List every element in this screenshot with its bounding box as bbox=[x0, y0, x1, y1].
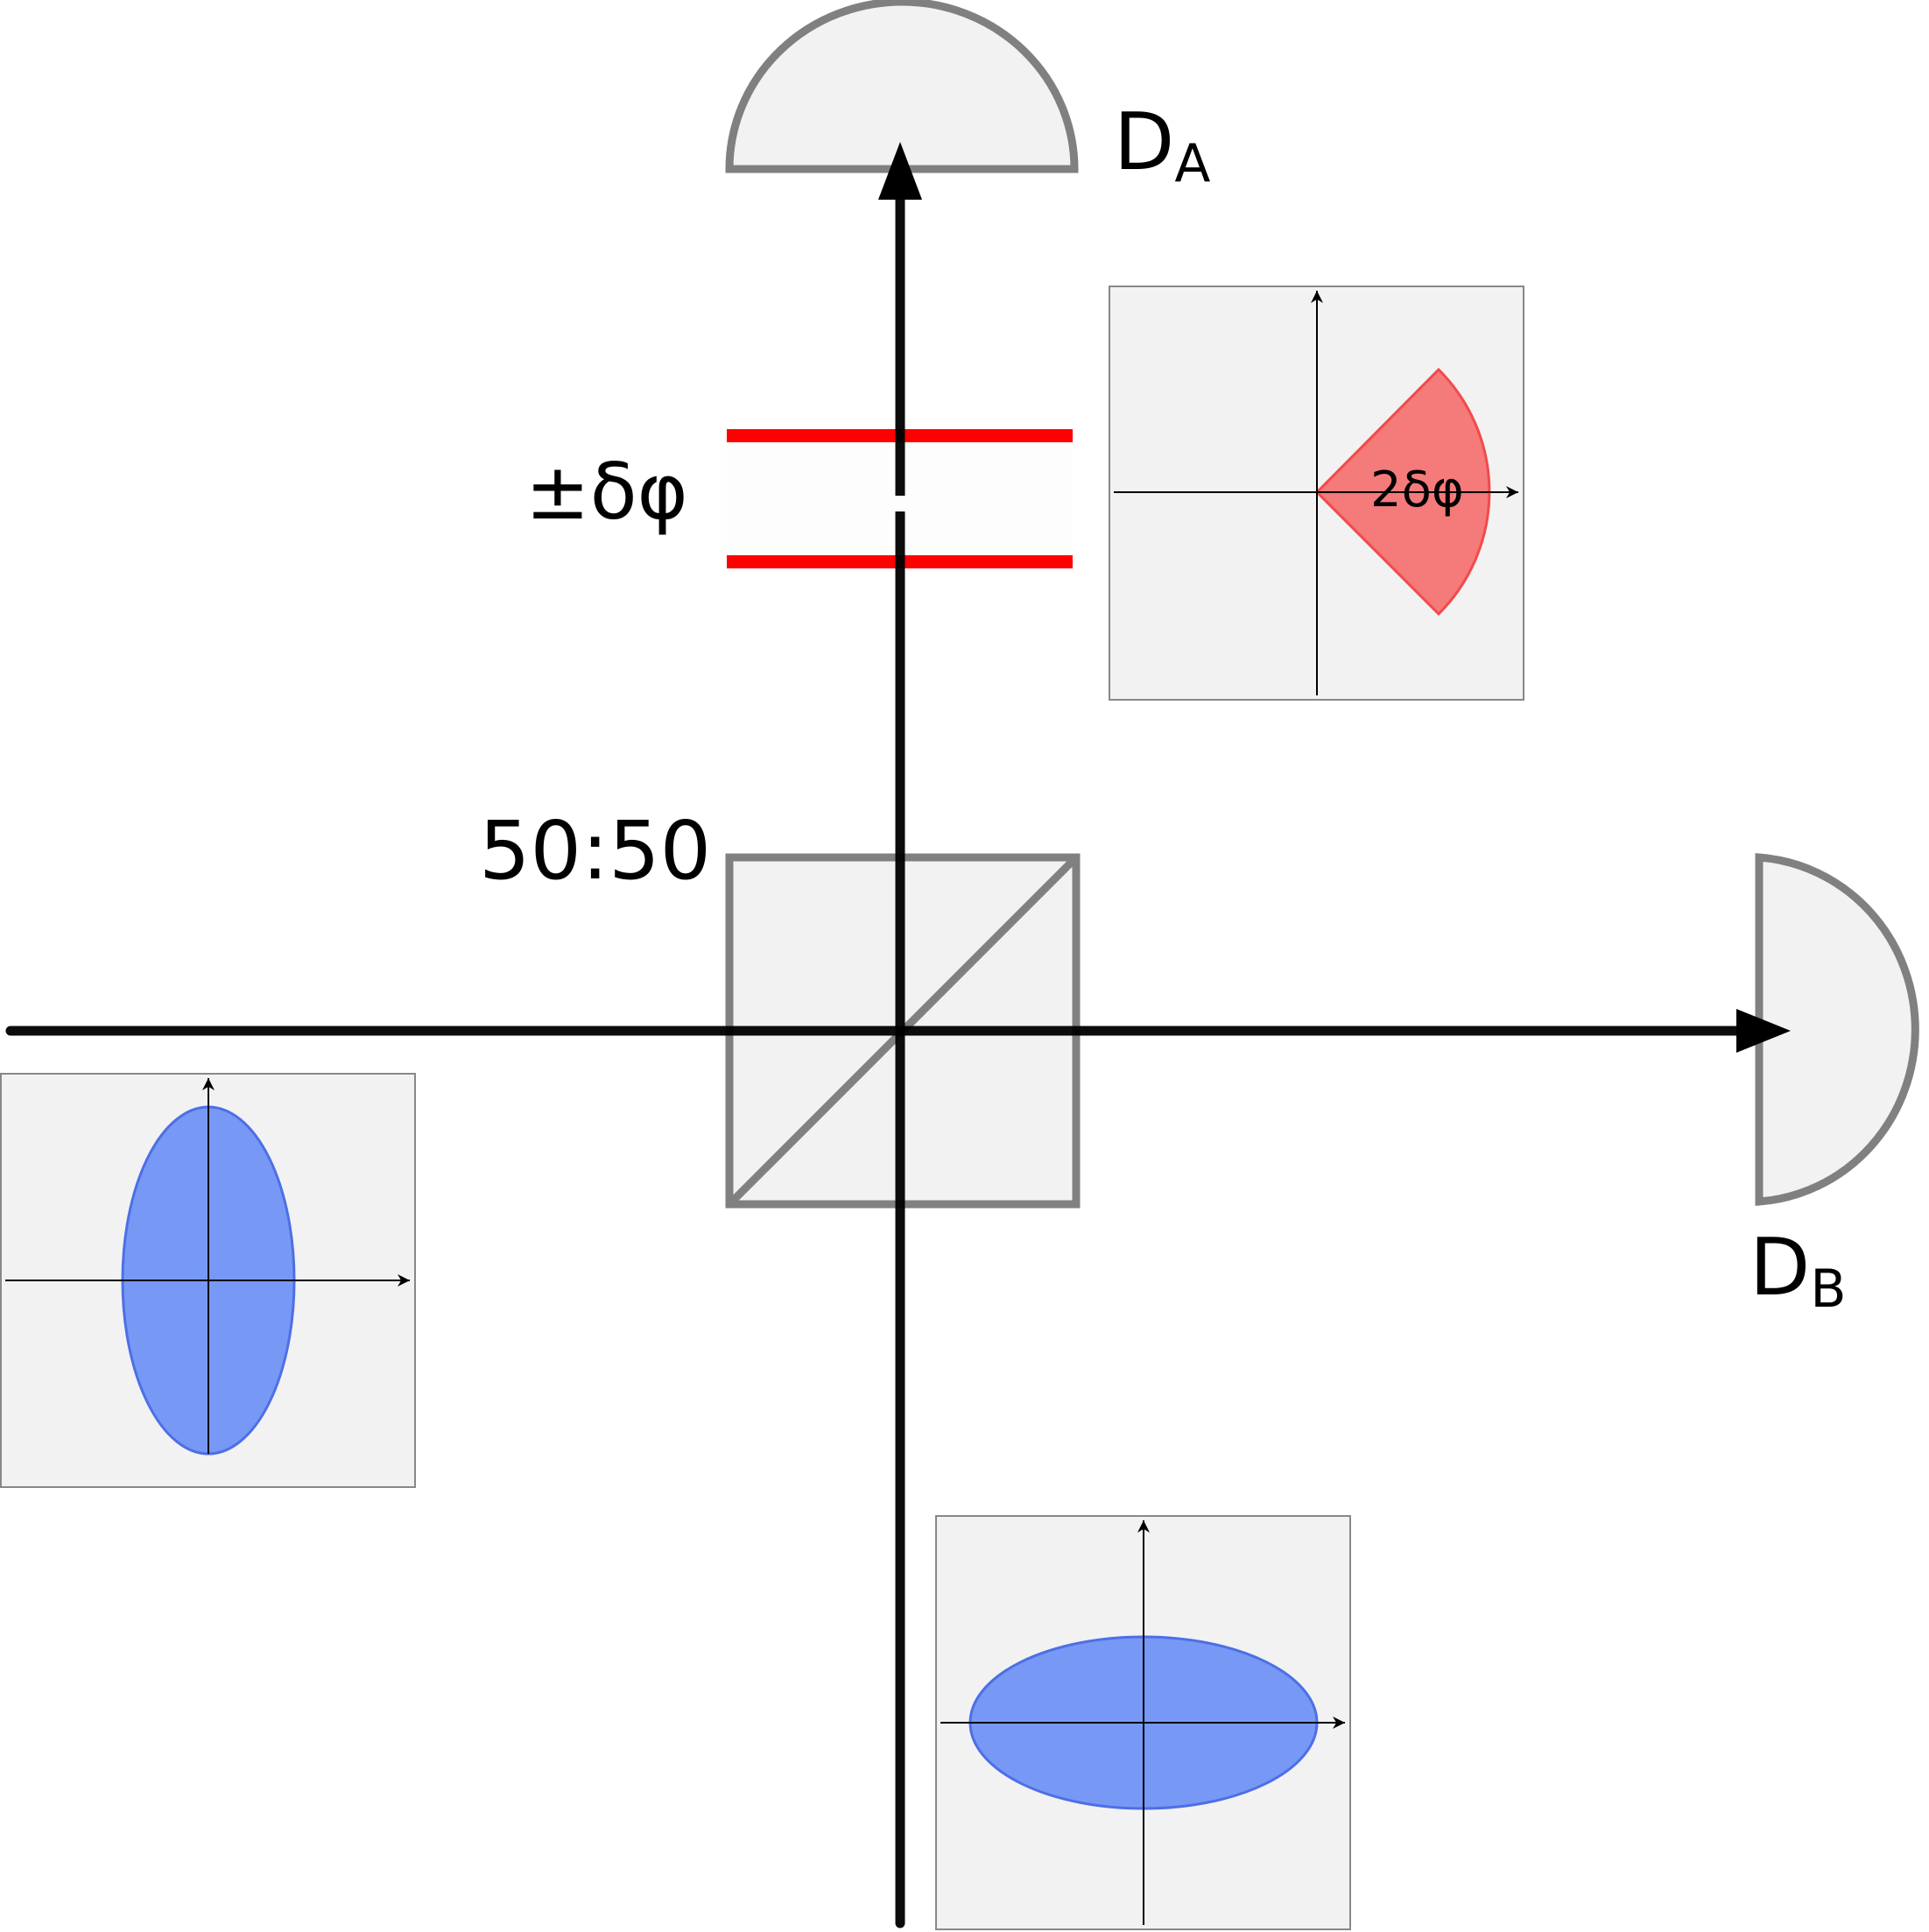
inset-input-bottom bbox=[935, 1515, 1351, 1930]
detector-a-shape bbox=[725, 0, 1079, 173]
beams bbox=[5, 142, 1791, 1928]
detector-b: DB bbox=[1749, 853, 1919, 1320]
phase-shifter: ±δφ bbox=[525, 429, 1073, 568]
detector-b-label: DB bbox=[1749, 1222, 1846, 1320]
beam-splitter-label: 50:50 bbox=[479, 804, 711, 898]
detector-a: DA bbox=[725, 0, 1210, 194]
detector-a-label: DA bbox=[1114, 96, 1210, 194]
beam-gap bbox=[891, 496, 909, 511]
phase-wedge-label: 2δφ bbox=[1370, 462, 1464, 518]
arrow-to-detector-b bbox=[1736, 1009, 1791, 1053]
beam-splitter: 50:50 bbox=[479, 804, 1081, 1209]
inset-input-left bbox=[0, 1073, 416, 1488]
inset-phase-wedge: 2δφ bbox=[1109, 286, 1524, 701]
detector-b-shape bbox=[1755, 853, 1919, 1206]
arrow-to-detector-a bbox=[878, 142, 922, 200]
phase-shift-label: ±δφ bbox=[525, 447, 688, 537]
